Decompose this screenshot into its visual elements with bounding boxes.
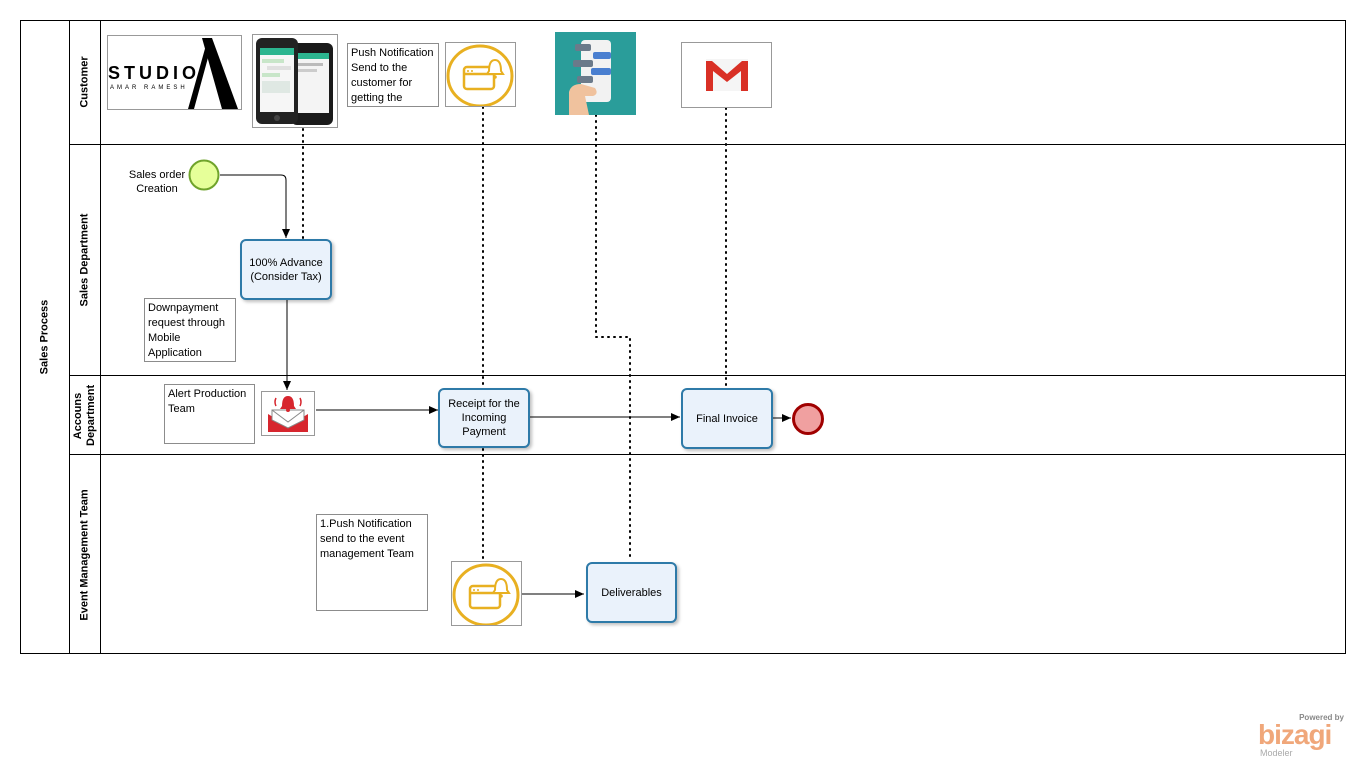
note-push-event: 1.Push Notification send to the event ma…	[316, 514, 428, 611]
notification-icon	[445, 42, 516, 107]
logo-name-text: AMAR RAMESH	[110, 85, 188, 91]
lane-divider	[70, 144, 1346, 145]
watermark-brand: bizagi	[1258, 719, 1332, 750]
start-event[interactable]	[188, 159, 220, 191]
lane-header-accounts: Accouns Department	[70, 376, 101, 455]
gmail-icon	[681, 42, 772, 108]
task-receipt[interactable]: Receipt for the Incoming Payment	[438, 388, 530, 448]
logo-studio-text: STUDIO	[108, 63, 201, 83]
pool	[20, 20, 1346, 654]
flow-start-to-advance	[220, 174, 290, 238]
lane-header-customer: Customer	[70, 20, 101, 144]
studio-logo: STUDIO AMAR RAMESH	[107, 35, 242, 110]
note-push-customer: Push Notification Send to the customer f…	[347, 43, 439, 107]
lane-header-sales: Sales Department	[70, 144, 101, 376]
lane-divider	[70, 454, 1346, 455]
watermark-product: Modeler	[1260, 748, 1293, 758]
task-deliverables[interactable]: Deliverables	[586, 562, 677, 623]
note-downpayment: Downpayment request through Mobile Appli…	[144, 298, 236, 362]
notification-icon[interactable]	[451, 561, 522, 626]
chat-phone-icon	[555, 32, 636, 115]
alert-mail-icon[interactable]	[261, 391, 315, 436]
start-event-label: Sales order Creation	[128, 169, 186, 195]
assoc-chat-deliverables	[595, 114, 631, 562]
phone-app-icon	[252, 34, 338, 128]
lane-header-event: Event Management Team	[70, 455, 101, 654]
pool-header: Sales Process	[20, 20, 70, 654]
lane-divider	[70, 375, 1346, 376]
task-final-invoice[interactable]: Final Invoice	[681, 388, 773, 449]
note-alert-production: Alert Production Team	[164, 384, 255, 444]
bizagi-watermark: Powered by bizagi Modeler	[1258, 713, 1344, 759]
end-event[interactable]	[791, 402, 825, 436]
task-advance[interactable]: 100% Advance (Consider Tax)	[240, 239, 332, 300]
watermark-powered: Powered by	[1299, 713, 1344, 722]
